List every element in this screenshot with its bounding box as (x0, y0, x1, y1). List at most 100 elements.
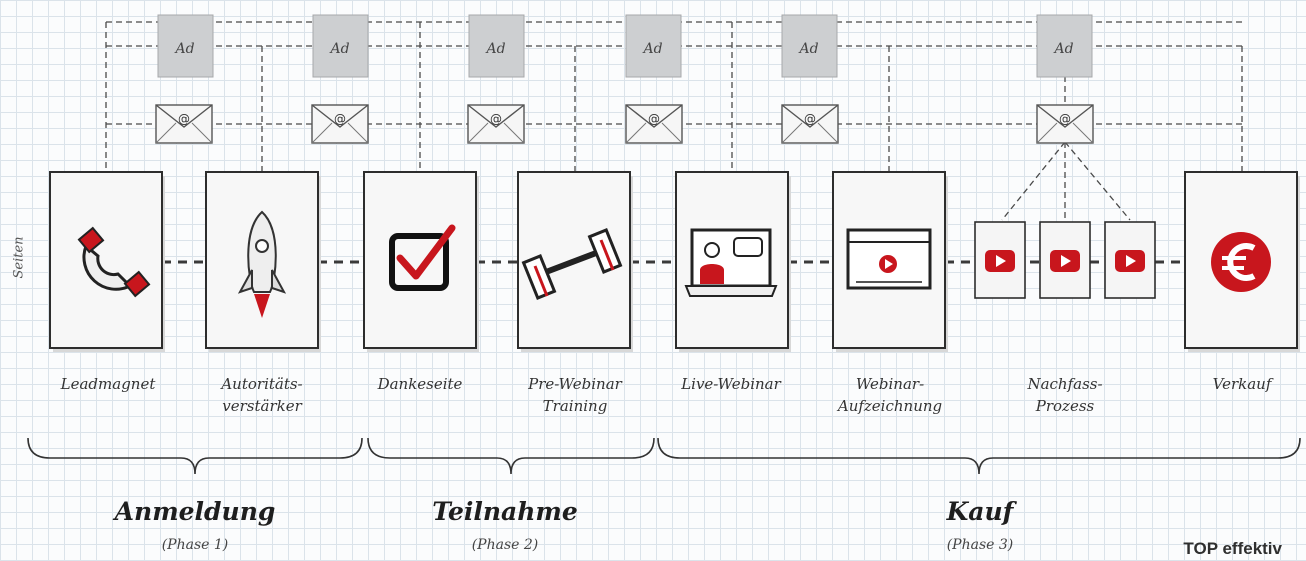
envelope-flap (467, 104, 525, 128)
ad-label: Ad (797, 41, 818, 57)
envelope-flap (311, 104, 369, 128)
ad-box-rect (157, 14, 214, 78)
at-symbol: @ (490, 112, 502, 126)
fanout-line (1064, 141, 1131, 221)
presenter-body (700, 264, 724, 284)
envelope-fold (503, 122, 525, 144)
phase-2-title: Teilnahme (432, 497, 578, 526)
page-label-6: Webinar- Aufzeichnung (822, 373, 958, 417)
envelope-icon: @ (1036, 104, 1094, 144)
page-label-line: Verkauf (1212, 375, 1272, 393)
ad-box: Ad (468, 14, 525, 78)
presenter-head (704, 242, 720, 258)
page-label-1: Leadmagnet (48, 373, 168, 395)
ad-boxes: Ad Ad Ad Ad Ad Ad (157, 14, 1093, 78)
envelope-body (625, 104, 683, 144)
page-card-frame (49, 171, 163, 349)
envelope-fold (311, 122, 333, 144)
envelope-icon: @ (467, 104, 525, 144)
ad-label: Ad (1052, 41, 1073, 57)
envelope-fold (817, 122, 839, 144)
play-triangle (996, 255, 1006, 267)
dumbbell-stripe (599, 239, 615, 271)
speech-bubble (733, 237, 763, 257)
envelope-flap (1036, 104, 1094, 128)
phase-1-title: Anmeldung (114, 497, 276, 526)
page-label-line: Leadmagnet (60, 375, 156, 393)
ad-box-rect (468, 14, 525, 78)
euro-icon (1211, 232, 1271, 292)
rocket-window (255, 239, 269, 253)
phase-1-subtitle: (Phase 1) (161, 537, 229, 553)
envelope-fold (155, 122, 177, 144)
laptop-presenter-icon (684, 228, 778, 297)
envelope-body (781, 104, 839, 144)
checkbox-frame (389, 233, 449, 291)
page-label-line: Webinar- (855, 375, 925, 393)
envelope-fold (1036, 122, 1058, 144)
page-cards (49, 171, 1300, 352)
ad-box: Ad (781, 14, 838, 78)
ad-box-rect (625, 14, 682, 78)
ad-box-rect (781, 14, 838, 78)
envelope-fold (661, 122, 683, 144)
page-label-line: Aufzeichnung (837, 397, 943, 415)
page-label-7: Nachfass-Prozess (990, 373, 1140, 417)
video-card (1104, 221, 1156, 299)
ad-label: Ad (484, 41, 505, 57)
connector-lines (105, 21, 1243, 264)
play-triangle (1126, 255, 1136, 267)
dumbbell-bar (544, 247, 606, 275)
phase-2-brace (367, 437, 655, 475)
play-triangle (1061, 255, 1071, 267)
page-label-2: Autoritäts-verstärker (200, 373, 324, 417)
phase-1-brace (27, 437, 363, 475)
page-card (205, 171, 321, 352)
page-label-line: Dankeseite (377, 375, 463, 393)
envelope-icon: @ (781, 104, 839, 144)
at-symbol: @ (648, 112, 660, 126)
video-card-icon (974, 221, 1026, 299)
at-symbol: @ (1059, 112, 1071, 126)
rocket-fin (271, 269, 287, 294)
envelope-icon: @ (625, 104, 683, 144)
phase-3-title: Kauf (946, 497, 1014, 526)
envelope-body (467, 104, 525, 144)
ad-box-rect (312, 14, 369, 78)
page-label-3: Dankeseite (356, 373, 484, 395)
dumbbell-stripe (533, 265, 549, 297)
page-label-line: Autoritäts- (221, 375, 303, 393)
page-label-line: Training (542, 397, 608, 415)
envelope-fold (347, 122, 369, 144)
laptop-base (684, 285, 778, 297)
envelope-body (155, 104, 213, 144)
video-player-icon (846, 228, 932, 290)
play-triangle (885, 259, 893, 269)
ad-box: Ad (312, 14, 369, 78)
page-label-line: Pre-Webinar (528, 375, 622, 393)
fanout-line (1001, 141, 1066, 221)
at-symbol: @ (334, 112, 346, 126)
video-card-icon (1039, 221, 1091, 299)
phase-3-brace (657, 437, 1301, 475)
check-mark (396, 224, 456, 280)
phase-3-subtitle: (Phase 3) (946, 537, 1014, 553)
page-card (363, 171, 479, 352)
envelope-flap (625, 104, 683, 128)
ad-box: Ad (625, 14, 682, 78)
video-card-icon (1104, 221, 1156, 299)
envelope-fold (625, 122, 647, 144)
envelope-flap (155, 104, 213, 128)
envelope-body (311, 104, 369, 144)
envelope-icon: @ (311, 104, 369, 144)
page-label-line: verstärker (222, 397, 302, 415)
magnet-icon (77, 226, 151, 298)
page-card (1184, 171, 1300, 352)
page-card (49, 171, 165, 352)
envelope-fold (1072, 122, 1094, 144)
ad-label: Ad (641, 41, 662, 57)
envelope-flap (781, 104, 839, 128)
ad-box: Ad (157, 14, 214, 78)
envelope-body (1036, 104, 1094, 144)
